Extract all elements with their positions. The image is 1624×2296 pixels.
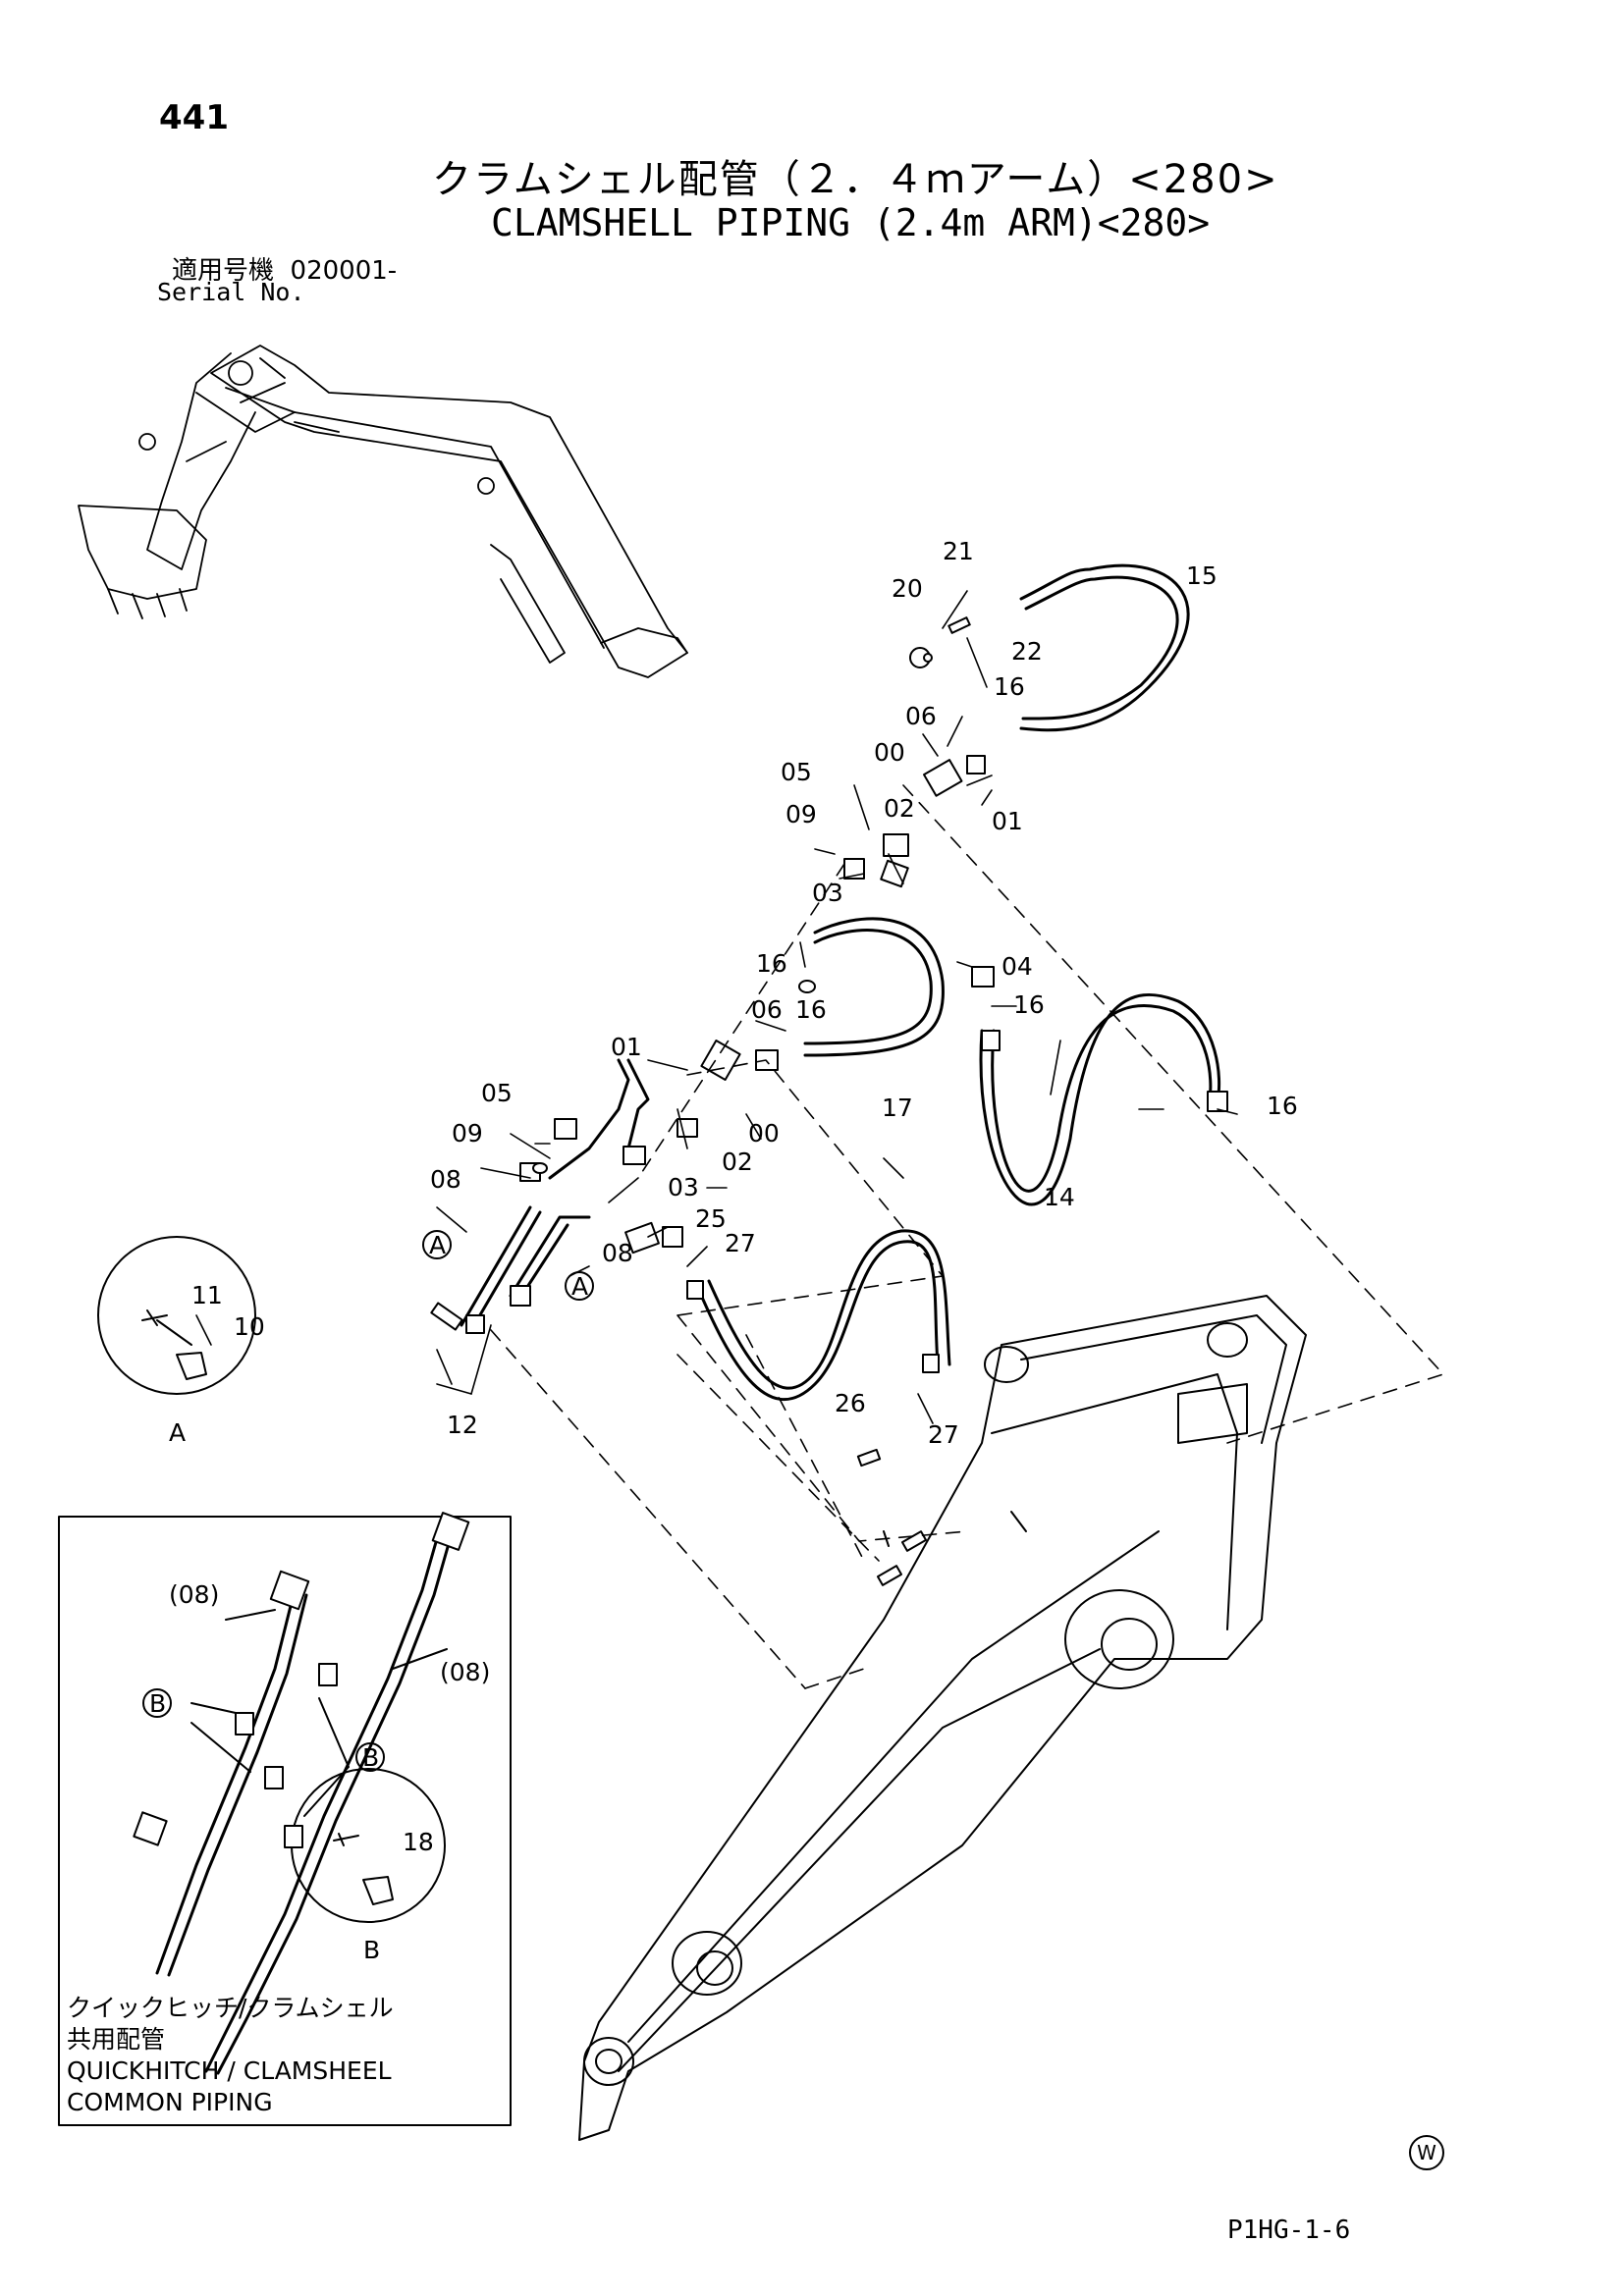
callout-labels: 21 20 22 15 16 06 00 01 05 02 09 03 16 0… — [149, 537, 1298, 1964]
detail-letter-a-3: A — [169, 1418, 186, 1447]
callout-01-top: 01 — [992, 807, 1023, 835]
callout-06-mid: 06 — [751, 995, 783, 1024]
callout-16-mid: 16 — [756, 949, 787, 978]
callout-05-top: 05 — [781, 758, 812, 786]
callout-22: 22 — [1011, 637, 1043, 666]
callout-11: 11 — [191, 1281, 223, 1309]
detail-circle-a — [97, 1236, 256, 1395]
detail-letter-b-2: B — [362, 1743, 379, 1772]
callout-12: 12 — [447, 1411, 478, 1439]
arm-structure — [578, 1295, 1307, 2141]
detail-letter-markers — [142, 1230, 594, 1772]
excavator-thumbnail — [78, 345, 688, 678]
callout-06-top: 06 — [905, 702, 937, 730]
hose-pipe-lines — [460, 563, 1221, 1401]
callout-03-mid: 03 — [668, 1173, 699, 1201]
callout-17: 17 — [882, 1094, 913, 1122]
leader-lines — [195, 590, 1444, 1689]
callout-16-right: 16 — [1013, 990, 1045, 1019]
callout-00-mid: 00 — [748, 1119, 780, 1148]
page-number: 441 — [159, 98, 229, 137]
inset-box — [58, 1512, 512, 2126]
callout-27-top: 27 — [725, 1229, 756, 1257]
callout-01-mid: 01 — [611, 1033, 642, 1061]
callout-08-inset-right: (08) — [440, 1658, 490, 1686]
detail-letter-a-1: A — [429, 1231, 446, 1259]
serial-label-jp-text: 適用号機 — [172, 256, 275, 286]
callout-02-top: 02 — [884, 794, 915, 823]
serial-label-en: Serial No. — [157, 278, 305, 306]
callout-21: 21 — [943, 537, 974, 565]
inset-caption-line1: クイックヒッチ/クラムシェル — [67, 1994, 394, 2022]
inset-caption: クイックヒッチ/クラムシェル 共用配管 QUICKHITCH / CLAMSHE… — [67, 1993, 394, 2118]
callout-16-far: 16 — [1267, 1092, 1298, 1120]
callout-26: 26 — [835, 1389, 866, 1417]
callout-09-mid: 09 — [452, 1119, 483, 1148]
fittings — [430, 616, 1228, 1586]
callout-02-mid: 02 — [722, 1148, 753, 1176]
callout-00-top: 00 — [874, 738, 905, 767]
detail-letter-b-1: B — [149, 1689, 166, 1718]
callout-25: 25 — [695, 1204, 727, 1233]
callout-09-top: 09 — [785, 800, 817, 828]
serial-value: 020001- — [290, 256, 398, 286]
serial-label-jp: 適用号機 020001- — [172, 250, 397, 287]
callout-16-mid2: 16 — [795, 995, 827, 1024]
detail-letter-a-2: A — [571, 1272, 588, 1301]
callout-05-mid: 05 — [481, 1079, 513, 1107]
callout-27-bottom: 27 — [928, 1420, 959, 1449]
callout-20: 20 — [892, 574, 923, 603]
callout-18: 18 — [403, 1828, 434, 1856]
callout-08-left: 08 — [430, 1165, 461, 1194]
inset-caption-line3: QUICKHITCH / CLAMSHEEL — [67, 2056, 392, 2085]
callout-04: 04 — [1001, 952, 1033, 981]
watermark-symbol: W — [1409, 2135, 1444, 2170]
callout-08-mid: 08 — [602, 1239, 633, 1267]
title-japanese: クラムシェル配管（２．４ｍアーム）<280> — [432, 157, 1279, 202]
title-english: CLAMSHELL PIPING (2.4m ARM)<280> — [491, 201, 1211, 244]
detail-letter-b-3: B — [363, 1936, 380, 1964]
callout-15: 15 — [1186, 561, 1218, 590]
callout-14: 14 — [1044, 1183, 1075, 1211]
callout-10: 10 — [234, 1312, 265, 1341]
inset-caption-line2: 共用配管 — [67, 2025, 166, 2054]
callout-03-top: 03 — [812, 879, 843, 907]
callout-08-inset-left: (08) — [169, 1580, 219, 1609]
callout-16-top: 16 — [994, 672, 1025, 701]
inset-caption-line4: COMMON PIPING — [67, 2088, 273, 2116]
footer-code: P1HG-1-6 — [1227, 2216, 1351, 2245]
